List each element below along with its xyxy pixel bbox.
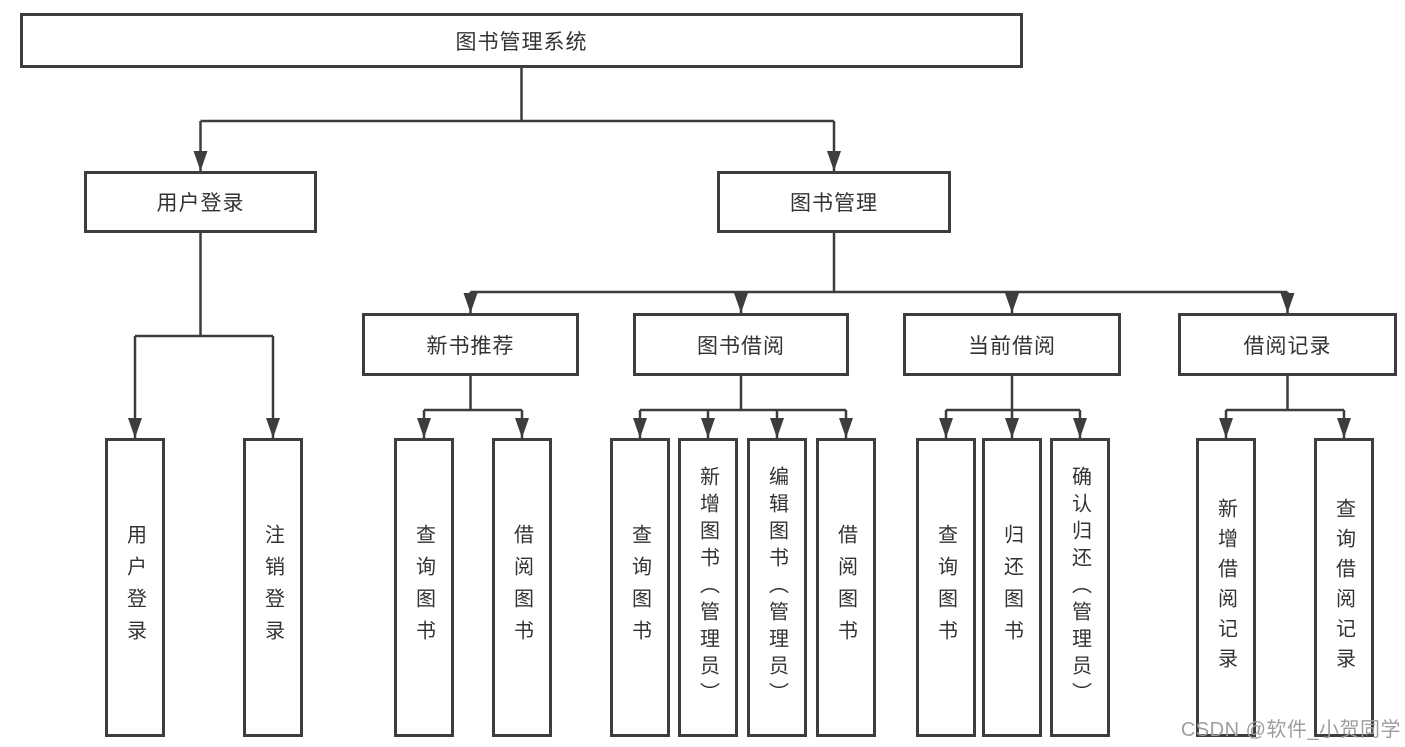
- leaf-query-borrow-record: 查询借阅记录: [1314, 438, 1374, 737]
- node-book-management: 图书管理: [717, 171, 951, 233]
- leaf-confirm-return-admin: 确认归还（管理员）: [1050, 438, 1110, 737]
- leaf-return-books: 归还图书: [982, 438, 1042, 737]
- leaf-edit-books-admin: 编辑图书（管理员）: [747, 438, 807, 737]
- leaf-user-login: 用户登录: [105, 438, 165, 737]
- csdn-watermark: CSDN @软件_小贺同学: [1180, 719, 1401, 741]
- node-new-book-recommend: 新书推荐: [362, 313, 579, 376]
- leaf-borrow-books-newrec: 借阅图书: [492, 438, 552, 737]
- leaf-logout-login: 注销登录: [243, 438, 303, 737]
- leaf-query-books-borrowing: 查询图书: [610, 438, 670, 737]
- node-borrowing-records: 借阅记录: [1178, 313, 1397, 376]
- leaf-add-books-admin: 新增图书（管理员）: [678, 438, 738, 737]
- node-book-borrowing: 图书借阅: [633, 313, 849, 376]
- leaf-borrow-books-borrowing: 借阅图书: [816, 438, 876, 737]
- node-current-borrowing: 当前借阅: [903, 313, 1121, 376]
- node-user-login: 用户登录: [84, 171, 317, 233]
- leaf-add-borrow-record: 新增借阅记录: [1196, 438, 1256, 737]
- node-library-system: 图书管理系统: [20, 13, 1023, 68]
- connector-arrows: [128, 121, 1351, 438]
- leaf-query-books-current: 查询图书: [916, 438, 976, 737]
- leaf-query-books-newrec: 查询图书: [394, 438, 454, 737]
